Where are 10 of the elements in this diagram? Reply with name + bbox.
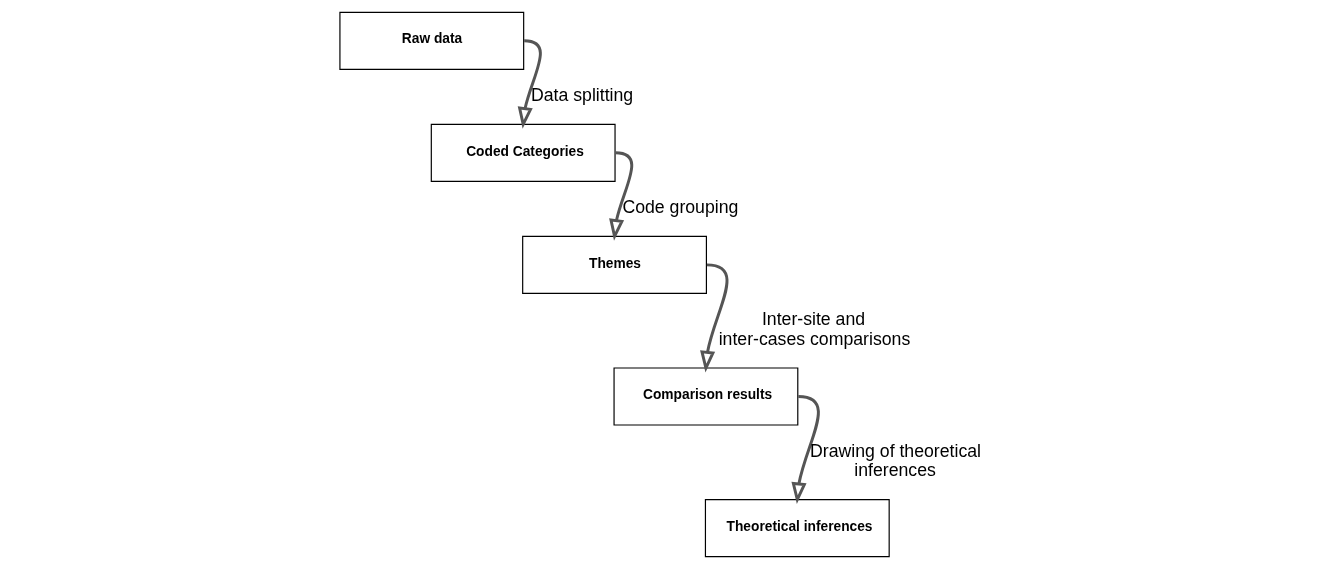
edge-label: Drawing of theoretical inferences	[809, 440, 981, 481]
node-box: Themes	[521, 235, 707, 294]
arrow	[517, 39, 542, 129]
edge-label: Inter-site and inter-cases comparisons	[718, 309, 910, 349]
node-box: Raw data	[338, 11, 524, 70]
node-box: Theoretical inferences	[704, 499, 890, 558]
edge-label: Code grouping	[621, 197, 738, 218]
node-box: Coded Categories	[430, 123, 616, 182]
node-box: Comparison results	[612, 367, 798, 426]
edge-label: Data splitting	[530, 85, 633, 106]
